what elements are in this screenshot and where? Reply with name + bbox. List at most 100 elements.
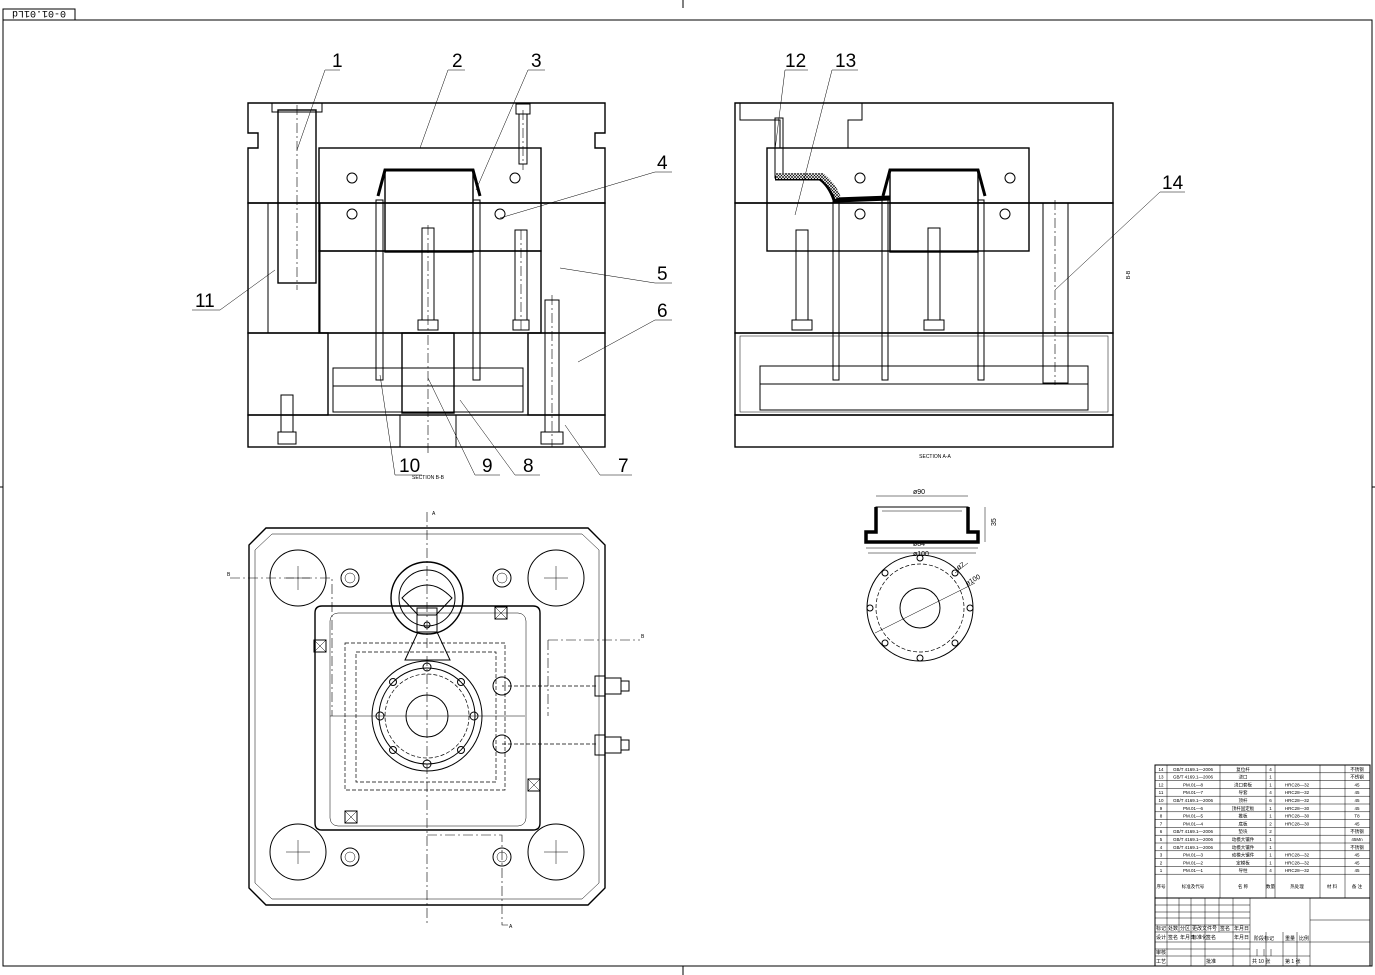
bom-cell-no: 7 — [1160, 821, 1163, 826]
tb-process: 工艺 — [1156, 959, 1166, 965]
bom-cell-note: 不锈钢 — [1350, 828, 1364, 835]
bom-cell-qty: 2 — [1269, 829, 1272, 834]
bom-cell-std: PM.01—6 — [1183, 806, 1204, 811]
bom-cell-no: 13 — [1158, 775, 1164, 780]
bom-cell-std: GB/T 4169.1—2006 — [1173, 829, 1213, 834]
water-fitting-2 — [594, 734, 630, 756]
bom-cell-std: PM.01—1 — [1183, 868, 1204, 873]
section-aa-view: SECTION A-A B-B — [734, 102, 1132, 460]
bom-cell-note: 45 — [1354, 798, 1360, 803]
ejector-squares — [313, 606, 541, 824]
drawing-number: 0-01.01Ld — [12, 7, 66, 19]
bom-cell-no: 4 — [1160, 845, 1163, 850]
bom-cell-std: PM.01—2 — [1183, 860, 1204, 865]
bom-cell-note: 45 — [1354, 806, 1360, 811]
bom-cell-name: 顶杆 — [1239, 797, 1248, 804]
bom-cell-mat: HRC28—32 — [1285, 868, 1310, 873]
tb-row2-3: 标准化 — [1192, 934, 1207, 941]
tb-sheet-no: 第 1 张 — [1285, 958, 1301, 965]
bom-cell-no: 14 — [1158, 767, 1164, 772]
bom-cell-no: 1 — [1160, 868, 1163, 873]
bom-cell-note: 45Mn — [1351, 837, 1363, 842]
bom-cell-qty: 2 — [1269, 821, 1272, 826]
bom-cell-qty: 1 — [1269, 782, 1272, 787]
bom-cell-qty: 1 — [1269, 860, 1272, 865]
bom-cell-std: GB/T 4169.1—2006 — [1173, 767, 1213, 772]
bom-cell-qty: 1 — [1269, 837, 1272, 842]
part-label-5: 5 — [657, 264, 668, 285]
bom-cell-no: 10 — [1158, 798, 1164, 803]
leaders-left — [192, 69, 672, 476]
tb-review: 审核 — [1156, 949, 1166, 956]
bom-cell-note: 45 — [1354, 821, 1360, 826]
tb-rev-4: 签名 — [1220, 925, 1230, 932]
bom-cell-std: PM.01—8 — [1183, 782, 1204, 787]
tb-weight: 重量 — [1285, 935, 1295, 942]
bom-header-cell: 材 料 — [1327, 883, 1338, 890]
bom-cell-no: 3 — [1160, 853, 1163, 858]
tb-stage: 阶段标记 — [1254, 935, 1274, 942]
tb-row2-4: 签名 — [1206, 934, 1216, 941]
bom-cell-mat: HRC28—32 — [1285, 790, 1310, 795]
bom-cell-no: 2 — [1160, 860, 1163, 865]
bom-cell-std: PM.01—3 — [1183, 853, 1204, 858]
plan-view: B B A A — [227, 511, 645, 930]
bom-cell-no: 11 — [1159, 790, 1164, 795]
dim-hole: ø7 — [956, 562, 967, 572]
bom-header-cell: 备 注 — [1352, 883, 1363, 890]
bom-header-cell: 名 称 — [1238, 883, 1249, 890]
part-label-10: 10 — [399, 456, 420, 477]
bom-cell-std: GB/T 4169.1—2006 — [1173, 775, 1213, 780]
tb-row2-2: 年月日 — [1180, 934, 1195, 941]
bom-cell-mat: HRC28—32 — [1285, 798, 1310, 803]
bom-cell-no: 6 — [1160, 829, 1163, 834]
part-label-1: 1 — [332, 51, 343, 72]
bom-header-cell: 序号 — [1157, 883, 1166, 890]
bom-cell-name: 动模大镶件 — [1232, 852, 1255, 859]
bom-cell-mat: HRC28—32 — [1285, 860, 1310, 865]
section-aa-caption: SECTION A-A — [919, 454, 951, 460]
bom-cell-qty: 4 — [1269, 767, 1272, 772]
bom-cell-note: 45 — [1354, 853, 1360, 858]
bom-cell-mat: HRC28—30 — [1285, 806, 1310, 811]
leaders-right — [774, 69, 1185, 291]
part-label-11: 11 — [195, 291, 215, 312]
bom-cell-name: 底板 — [1239, 820, 1248, 827]
view-mark-b-left: B — [227, 572, 231, 578]
title-block: 标记 处数 分区 更改文件号 签名 年月日 设计 签名 年月日 标准化 签名 年… — [1154, 897, 1371, 967]
part-label-2: 2 — [452, 51, 463, 72]
tb-row2-1: 签名 — [1168, 934, 1178, 941]
tb-approve: 批准 — [1206, 958, 1216, 965]
bom-cell-name: 推板 — [1239, 813, 1248, 820]
bom-cell-no: 8 — [1160, 814, 1163, 819]
bom-cell-std: GB/T 4169.1—2006 — [1173, 798, 1213, 803]
bom-cell-std: GB/T 4169.1—2006 — [1173, 845, 1213, 850]
bom-cell-qty: 1 — [1269, 775, 1272, 780]
tb-rev-3: 更改文件号 — [1192, 925, 1217, 932]
part-label-4: 4 — [657, 153, 668, 174]
tb-rev-0: 标记 — [1156, 925, 1166, 932]
bom-cell-name: 复位杆 — [1236, 766, 1250, 773]
bom-cell-mat: HRC28—32 — [1285, 782, 1310, 787]
bom-cell-name: 定模板 — [1236, 859, 1250, 866]
bom-cell-name: 浇口套板 — [1234, 781, 1252, 788]
part-label-7: 7 — [618, 456, 629, 477]
bom-cell-no: 12 — [1158, 782, 1164, 787]
bom-header-cell: 数量 — [1266, 883, 1275, 890]
tb-rev-2: 分区 — [1180, 925, 1190, 932]
bom-cell-note: 45 — [1354, 790, 1360, 795]
dim-mid-diameter: ø84 — [913, 541, 925, 548]
bom-cell-note: T8 — [1354, 814, 1360, 819]
view-mark-a-top: A — [432, 511, 436, 517]
